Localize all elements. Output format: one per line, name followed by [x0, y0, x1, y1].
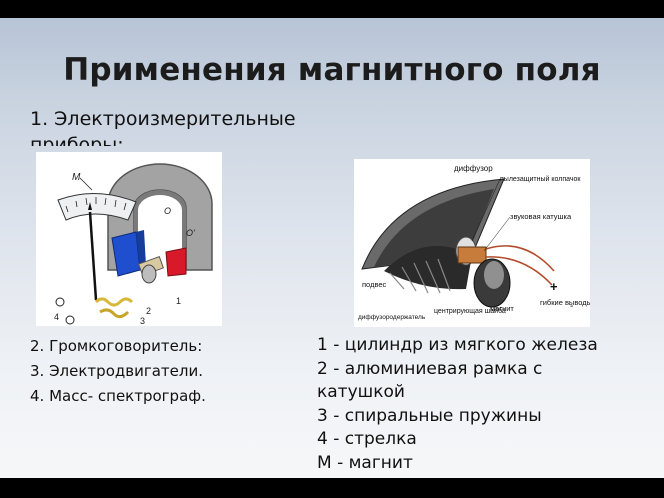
- pole-piece-red: [165, 247, 187, 277]
- label-minus: -: [570, 301, 573, 312]
- label-diffuser-holder: диффузородержатель: [358, 314, 426, 321]
- label-flexible-leads: гибкие выводы: [540, 298, 590, 307]
- speaker-illustration: диффузор пылезащитный колпачок звуковая …: [358, 164, 592, 321]
- slide: Применения магнитного поля 1. Электроизм…: [0, 18, 664, 478]
- label-4: 4: [54, 312, 59, 322]
- legend-line: 3 - спиральные пружины: [317, 405, 542, 426]
- spiral-spring: [94, 297, 134, 307]
- label-diffuser: диффузор: [454, 164, 493, 173]
- label-plus: +: [550, 279, 558, 294]
- list-item: 3. Электродвигатели.: [30, 362, 203, 380]
- legend-line: М - магнит: [317, 452, 413, 473]
- list-item: 4. Масс- спектрограф.: [30, 387, 206, 405]
- meter-diagram: M O O' 1 2 3 4: [36, 152, 222, 326]
- slide-title: Применения магнитного поля: [63, 52, 601, 88]
- meter-illustration: M O O' 1 2 3 4: [54, 163, 213, 326]
- label-magnet: магнит: [490, 304, 514, 313]
- label-dust-cap: пылезащитный колпачок: [500, 175, 581, 183]
- meter-pointer: [88, 211, 98, 301]
- label-1: 1: [176, 296, 181, 306]
- label-3: 3: [140, 316, 145, 326]
- applications-list: 2. Громкоговоритель: 3. Электродвигатели…: [30, 334, 206, 409]
- label-o: O: [164, 206, 171, 216]
- speaker-diagram: диффузор пылезащитный колпачок звуковая …: [354, 159, 592, 327]
- list-item: 2. Громкоговоритель:: [30, 337, 203, 355]
- legend-line: 1 - цилиндр из мягкого железа: [317, 335, 598, 355]
- label-suspension: подвес: [362, 280, 387, 289]
- legend-line: 2 - алюминиевая рамка с: [317, 358, 543, 379]
- scale-plate: [57, 193, 137, 221]
- item-electrical-instruments: 1. Электроизмерительные приборы;: [30, 108, 296, 146]
- label-m: M: [72, 172, 81, 183]
- label-2: 2: [146, 306, 151, 316]
- legend-line: 4 - стрелка: [317, 429, 417, 449]
- legend-line: катушкой: [317, 382, 405, 402]
- label-voice-coil: звуковая катушка: [510, 212, 572, 221]
- label-centering-washer: центрирующая шайба: [434, 307, 506, 315]
- meter-legend: 1 - цилиндр из мягкого железа 2 - алюмин…: [317, 334, 598, 475]
- label-o-prime: O': [186, 228, 195, 238]
